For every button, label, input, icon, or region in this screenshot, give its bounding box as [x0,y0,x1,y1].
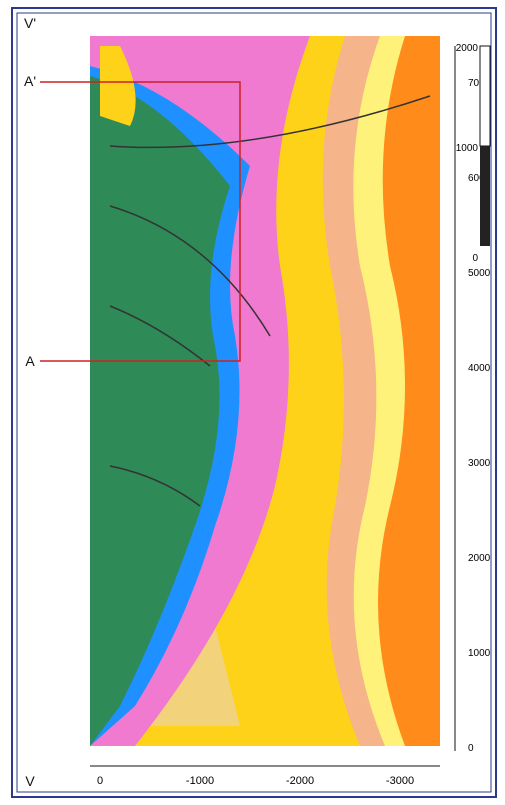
fault-line-4 [109,465,201,507]
scale-tick-2: 2000 [456,43,479,54]
depth-axis: 0 -1000 -2000 -3000 [90,765,440,787]
outer-frame [11,7,497,798]
surface-yellow-sliver [100,46,136,126]
geologic-cross-section: V' V A' A 0 -1000 -2000 -3000 0 1000 200… [11,7,497,798]
marker-a-label: A [25,353,35,369]
depth-tick-0: 0 [97,775,103,787]
scale-bar-dark [480,146,490,246]
distance-tick-6: 6000 [468,173,491,184]
fault-line-1 [109,95,431,149]
section-line-a-a-prime [40,81,241,362]
depth-tick-3: -3000 [386,775,414,787]
cross-section-frame: V' V A' A 0 -1000 -2000 -3000 0 1000 200… [10,6,498,799]
endpoint-right-label: V' [24,15,36,31]
scale-bar: 0 1000 2000 [456,43,491,264]
section-body [40,36,440,746]
surface-cover-layer [90,76,230,746]
scale-bar-white [479,45,491,147]
marker-a-prime-label: A' [24,73,36,89]
inner-frame [16,12,492,793]
fault-line-2 [109,205,271,337]
distance-tick-4: 4000 [468,363,491,374]
distance-tick-2: 2000 [468,553,491,564]
distance-tick-0: 0 [468,743,474,754]
endpoint-left-label: V [25,773,35,789]
distance-axis: 0 1000 2000 3000 4000 5000 6000 7000 [454,46,491,754]
distance-tick-7: 7000 [468,78,491,89]
depth-tick-1: -1000 [186,775,214,787]
scale-tick-0: 0 [472,253,478,264]
depth-tick-2: -2000 [286,775,314,787]
distance-tick-5: 5000 [468,268,491,279]
scale-tick-1: 1000 [456,143,479,154]
distance-tick-3: 3000 [468,458,491,469]
fault-line-3 [109,305,211,367]
distance-tick-1: 1000 [468,648,491,659]
